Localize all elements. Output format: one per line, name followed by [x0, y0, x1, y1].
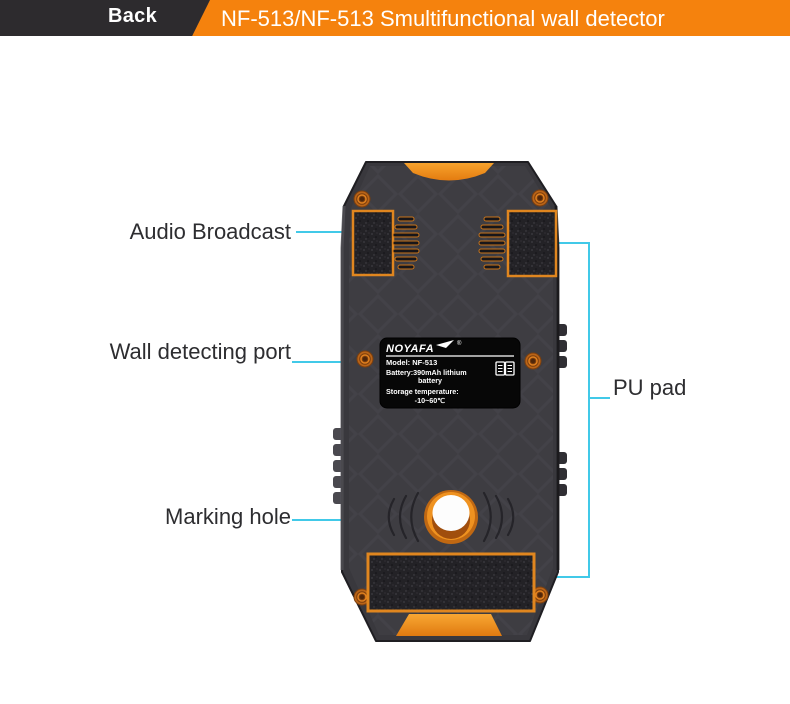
leader-line-wall-port: [292, 361, 386, 363]
sound-arcs: [387, 491, 515, 543]
pu-pad-top-left: [351, 209, 395, 277]
annotation-audio-broadcast: Audio Broadcast: [129, 219, 291, 244]
top-orange-accent: [404, 163, 494, 181]
back-button-label[interactable]: Back: [108, 5, 158, 27]
registered-mark: ®: [457, 340, 462, 347]
pu-pad-bottom: [366, 552, 536, 613]
spec-label: NOYAFA ® Model: NF-513 Battery:390mAh li…: [379, 337, 521, 409]
annotation-wall-detecting-port: Wall detecting port: [109, 339, 291, 364]
bottom-orange-accent: [396, 614, 502, 636]
brand-logo: NOYAFA: [386, 343, 434, 355]
speaker-grille-left: [392, 216, 420, 270]
label-battery-2: battery: [418, 376, 442, 385]
marking-hole: [424, 490, 478, 544]
brand-logo-arrow: [436, 340, 454, 348]
manual-book-icon: [495, 361, 515, 376]
back-button[interactable]: Back: [0, 0, 210, 36]
device-back-image: NOYAFA ® Model: NF-513 Battery:390mAh li…: [333, 161, 567, 642]
screw-icons: [353, 189, 549, 606]
header-bar: Back NF-513/NF-513 Smultifunctional wall…: [0, 0, 790, 36]
label-storage-2: -10~60℃: [415, 396, 446, 405]
annotation-pu-pad: PU pad: [613, 375, 687, 400]
page-title: NF-513/NF-513 Smultifunctional wall dete…: [221, 6, 665, 31]
pu-pad-top-right: [506, 209, 558, 278]
leader-line-pupad-top: [530, 242, 590, 244]
label-model: Model: NF-513: [386, 358, 437, 367]
speaker-grille-right: [478, 216, 506, 270]
leader-line-pupad-vertical: [588, 242, 590, 578]
label-battery-1: Battery:390mAh lithium: [386, 368, 467, 377]
leader-line-pupad-stub: [590, 397, 610, 399]
annotation-marking-hole: Marking hole: [165, 504, 291, 529]
label-storage-1: Storage temperature:: [386, 387, 459, 396]
